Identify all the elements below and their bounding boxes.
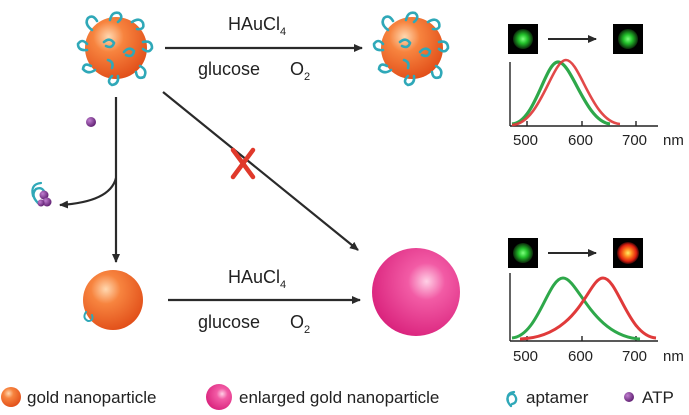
bottom-spectrum-panel: 500 600 700 nm	[508, 238, 684, 365]
bottom-tick-600: 600	[568, 348, 593, 365]
bottom-red-spectrum-curve	[519, 276, 657, 341]
top-reagent-label: HAuCl4	[228, 14, 286, 38]
bottom-spectrum-axes	[509, 273, 658, 342]
legend-aptamer-label: aptamer	[526, 388, 589, 407]
legend-gold-nanoparticle-label: gold nanoparticle	[27, 388, 156, 407]
bare-gold-nanoparticle	[83, 270, 143, 330]
atp-molecule-icon	[86, 117, 96, 127]
bottom-oxidant-label: O2	[290, 312, 310, 336]
legend-aptamer-icon	[506, 390, 518, 408]
top-conditions-label: glucose	[198, 59, 260, 79]
bottom-tick-500: 500	[513, 348, 538, 365]
legend-enlarged-nanoparticle-label: enlarged gold nanoparticle	[239, 388, 439, 407]
top-spectrum-axes	[509, 62, 658, 127]
bottom-reagent-label: HAuCl4	[228, 267, 286, 291]
legend-enlarged-nanoparticle-icon	[206, 384, 232, 410]
bottom-tick-700: 700	[622, 348, 647, 365]
bottom-unit-nm: nm	[663, 348, 684, 365]
enlarged-gold-nanoparticle	[372, 248, 460, 336]
top-red-spectrum-curve	[511, 58, 621, 127]
top-tick-500: 500	[513, 132, 538, 149]
diagonal-blocked-arrow	[162, 91, 359, 251]
legend-atp-icon	[624, 392, 634, 402]
legend: gold nanoparticle enlarged gold nanopart…	[1, 384, 674, 410]
coated-gold-nanoparticle-unchanged	[372, 11, 450, 87]
bottom-conditions-label: glucose	[198, 312, 260, 332]
bottom-green-spectrum-curve	[511, 276, 641, 341]
top-unit-nm: nm	[663, 132, 684, 149]
top-spectrum-panel: 500 600 700 nm	[508, 24, 684, 149]
legend-atp-label: ATP	[642, 388, 674, 407]
top-tick-700: 700	[622, 132, 647, 149]
aptamer-atp-complex-icon	[31, 181, 52, 207]
top-oxidant-label: O2	[290, 59, 310, 83]
top-tick-600: 600	[568, 132, 593, 149]
legend-gold-nanoparticle-icon	[1, 387, 21, 407]
top-green-spectrum-curve	[511, 60, 611, 126]
coated-gold-nanoparticle-start	[76, 11, 154, 87]
blocked-cross-icon	[230, 147, 256, 180]
release-curved-arrow	[59, 177, 118, 209]
